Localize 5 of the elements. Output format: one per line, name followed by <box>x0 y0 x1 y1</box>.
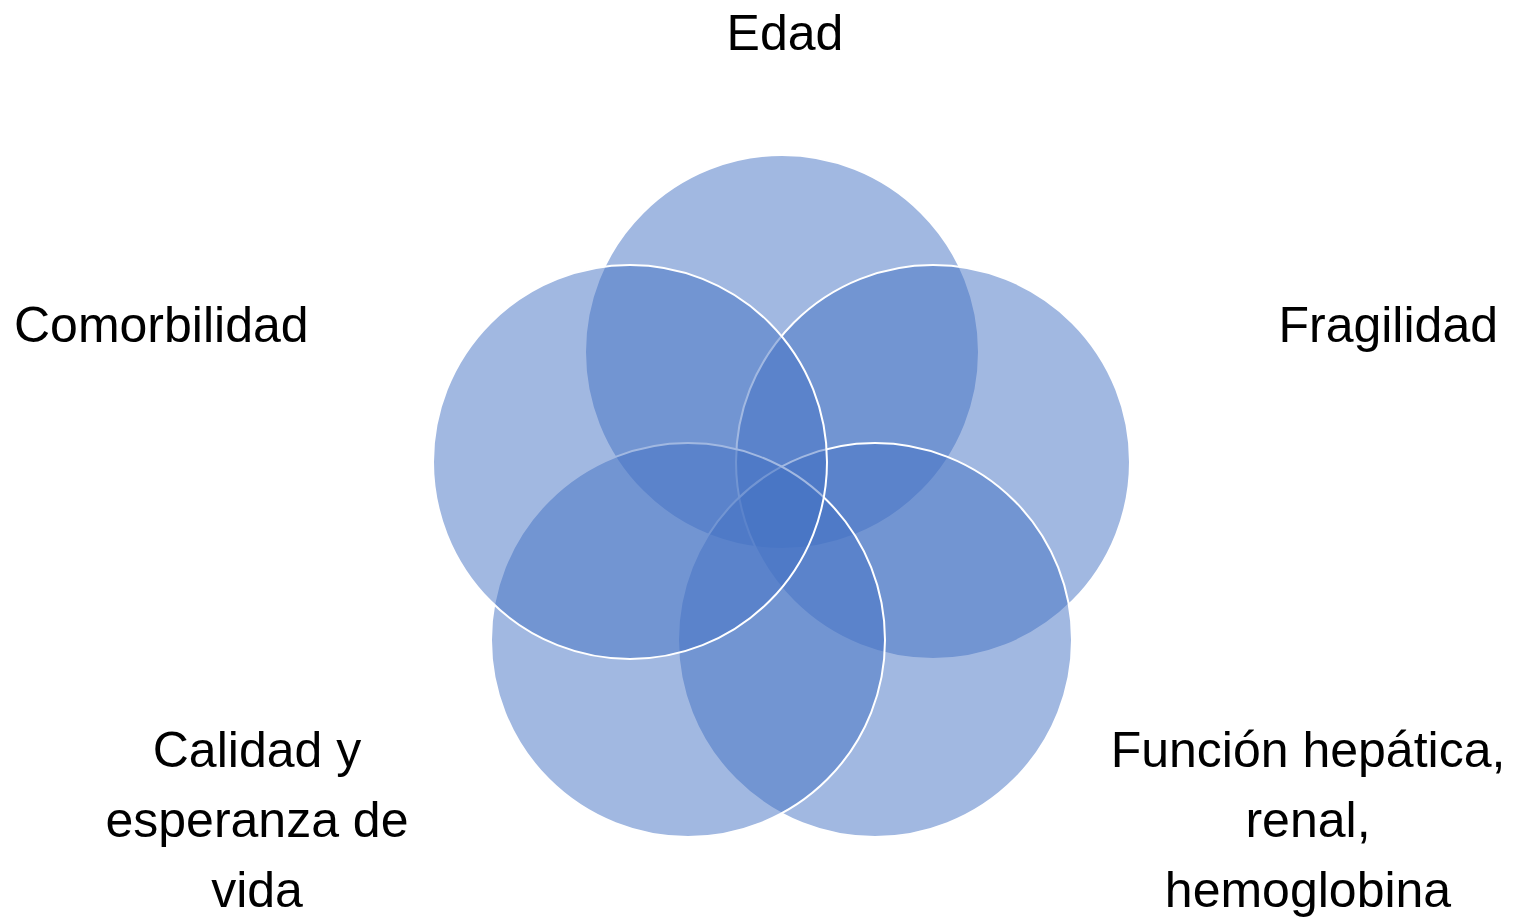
circle-label: Fragilidad <box>1277 296 1498 355</box>
circle-label: Comorbilidad <box>14 296 310 355</box>
circle-label: Edad <box>725 4 845 63</box>
circle-label: Calidad y esperanza de vida <box>104 721 410 920</box>
circle-label: Función hepática, renal, hemoglobina <box>1109 721 1507 920</box>
